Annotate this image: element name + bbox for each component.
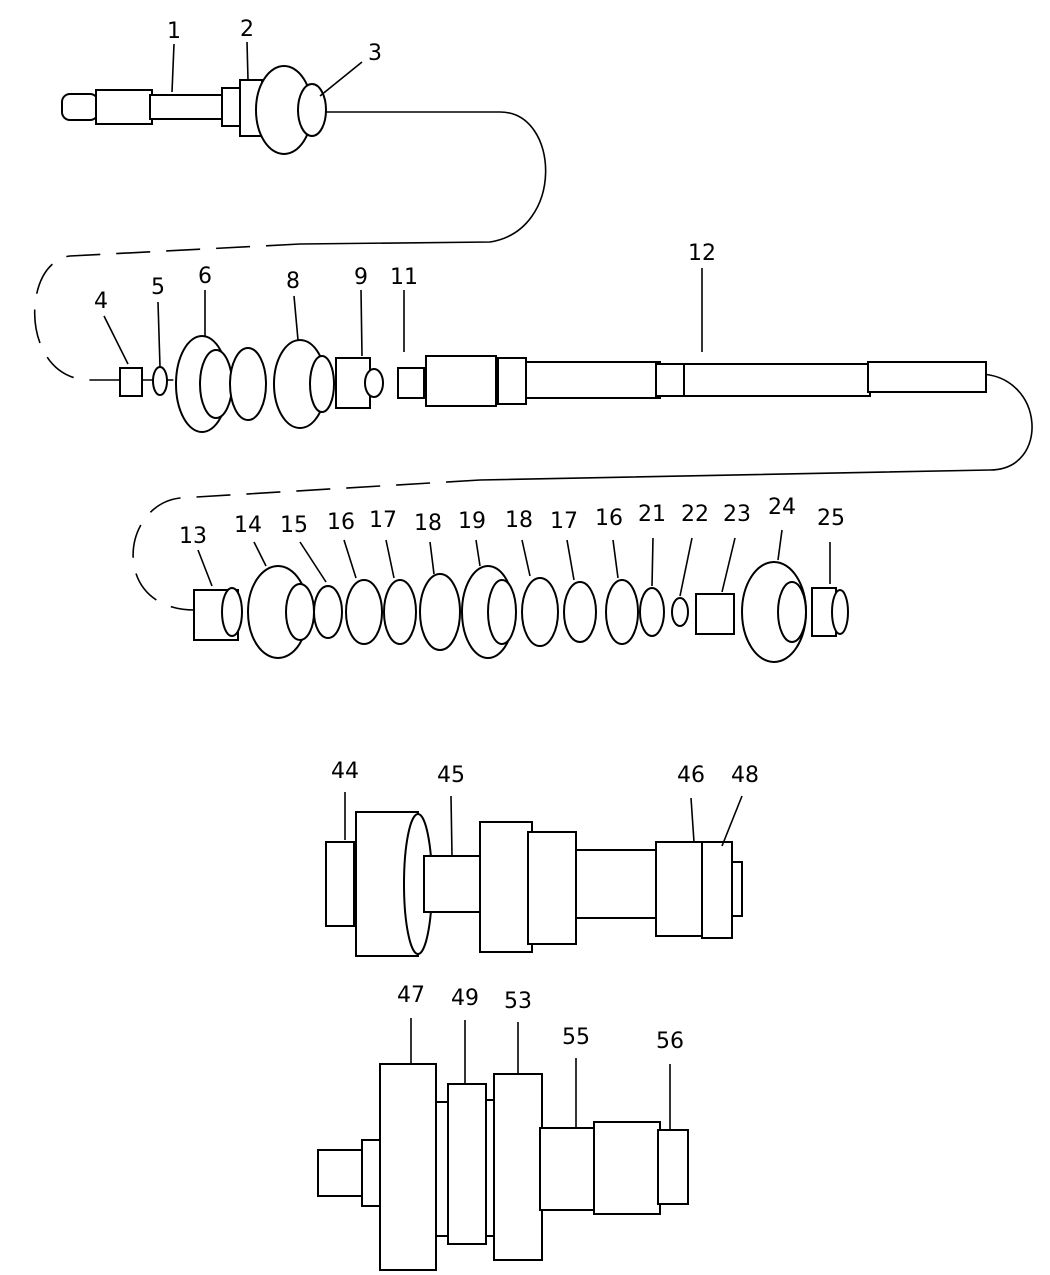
part-label-25: 25 <box>817 506 845 531</box>
leader-lines <box>103 41 831 1130</box>
assembly-path-lines <box>33 111 1033 611</box>
part-label-45: 45 <box>437 763 465 788</box>
part-label-55: 55 <box>562 1025 590 1050</box>
part-label-13: 13 <box>179 524 207 549</box>
part-label-23: 23 <box>723 502 751 527</box>
part-label-17b: 17 <box>550 509 578 534</box>
part-label-16a: 16 <box>327 510 355 535</box>
mainshaft-rear-parts <box>193 561 849 663</box>
idler-shaft-assembly <box>317 1063 689 1271</box>
part-label-11: 11 <box>390 265 418 290</box>
mainshaft <box>397 355 987 407</box>
part-label-44: 44 <box>331 759 359 784</box>
part-label-53: 53 <box>504 989 532 1014</box>
part-label-2: 2 <box>240 17 254 42</box>
part-label-19: 19 <box>458 509 486 534</box>
part-label-18b: 18 <box>505 508 533 533</box>
countershaft-assembly <box>325 811 743 957</box>
part-label-18a: 18 <box>414 511 442 536</box>
part-label-47: 47 <box>397 983 425 1008</box>
part-label-4: 4 <box>94 289 108 314</box>
mainshaft-row-parts <box>119 335 384 433</box>
part-number-labels: 1 2 3 4 5 6 8 9 11 12 13 14 15 16 17 18 … <box>94 17 845 1054</box>
part-label-17a: 17 <box>369 508 397 533</box>
part-label-16b: 16 <box>595 506 623 531</box>
part-label-46: 46 <box>677 763 705 788</box>
part-label-22: 22 <box>681 502 709 527</box>
part-label-3: 3 <box>368 41 382 66</box>
part-label-21: 21 <box>638 502 666 527</box>
part-label-24: 24 <box>768 495 796 520</box>
part-label-12: 12 <box>688 241 716 266</box>
part-label-56: 56 <box>656 1029 684 1054</box>
part-label-5: 5 <box>151 275 165 300</box>
input-shaft-assembly <box>61 65 327 155</box>
part-label-14: 14 <box>234 513 262 538</box>
part-label-49: 49 <box>451 986 479 1011</box>
part-label-48: 48 <box>731 763 759 788</box>
part-label-6: 6 <box>198 264 212 289</box>
part-label-8: 8 <box>286 269 300 294</box>
part-label-1: 1 <box>167 19 181 44</box>
part-label-15: 15 <box>280 513 308 538</box>
part-label-9: 9 <box>354 265 368 290</box>
